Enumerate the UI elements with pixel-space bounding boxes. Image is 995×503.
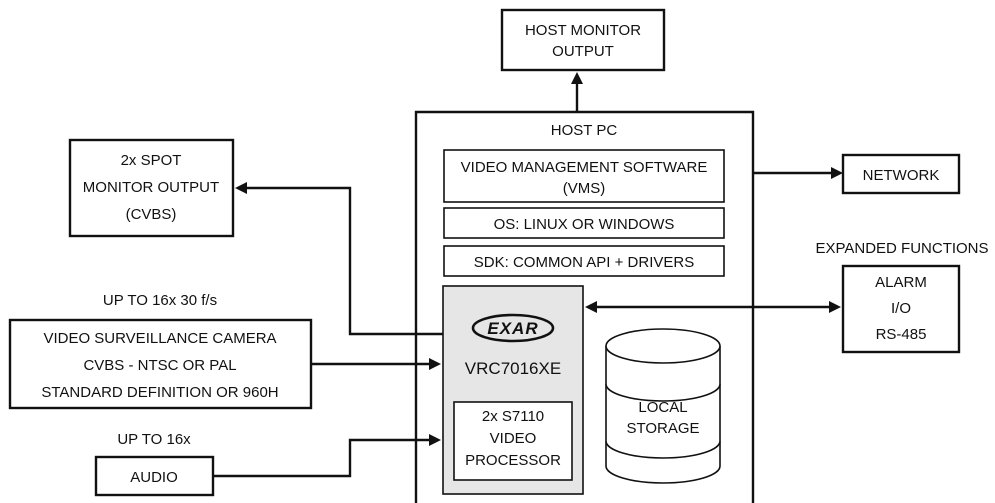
expanded-label-line-3: RS-485 <box>876 326 927 343</box>
network-label: NETWORK <box>863 167 940 184</box>
connector-camera-to-chip <box>311 358 441 370</box>
camera-caption: UP TO 16x 30 f/s <box>103 292 217 309</box>
chip-model-label: VRC7016XE <box>465 359 561 378</box>
spot-monitor-label-line-1: 2x SPOT <box>121 152 182 169</box>
spot-monitor-block: 2x SPOT MONITOR OUTPUT (CVBS) <box>68 138 235 238</box>
os-label: OS: LINUX OR WINDOWS <box>494 216 675 233</box>
os-block: OS: LINUX OR WINDOWS <box>443 207 725 239</box>
expanded-label-line-1: ALARM <box>875 274 927 291</box>
connector-chip-to-expanded-functions <box>585 301 841 313</box>
connector-audio-to-chip <box>213 434 441 478</box>
storage-label-line-1: LOCAL <box>638 399 687 416</box>
network-block: NETWORK <box>841 153 961 195</box>
processor-label-line-1: 2x S7110 <box>482 408 544 425</box>
local-storage-cylinder: LOCAL STORAGE <box>605 328 721 484</box>
host-monitor-label-line-1: HOST MONITOR <box>525 22 641 39</box>
expanded-functions-caption: EXPANDED FUNCTIONS <box>815 240 988 257</box>
audio-label: AUDIO <box>130 469 178 486</box>
exar-logo-text: EXAR <box>487 319 538 338</box>
sdk-block: SDK: COMMON API + DRIVERS <box>443 245 725 277</box>
processor-label-line-3: PROCESSOR <box>465 452 561 469</box>
camera-label-line-3: STANDARD DEFINITION OR 960H <box>41 384 278 401</box>
processor-label-line-2: VIDEO <box>490 430 537 447</box>
audio-block: UP TO 16x AUDIO <box>94 431 215 497</box>
expanded-label-line-2: I/O <box>891 300 911 317</box>
host-monitor-output-block: HOST MONITOR OUTPUT <box>500 8 666 72</box>
host-pc-title: HOST PC <box>551 122 618 139</box>
vrc7016xe-chip-block: EXAR VRC7016XE 2x S7110 VIDEO PROCESSOR <box>442 285 584 495</box>
exar-logo: EXAR <box>471 313 555 343</box>
host-monitor-label-line-2: OUTPUT <box>552 43 614 60</box>
vms-label-line-1: VIDEO MANAGEMENT SOFTWARE <box>461 159 708 176</box>
vms-block: VIDEO MANAGEMENT SOFTWARE (VMS) <box>443 149 725 203</box>
expanded-functions-block: EXPANDED FUNCTIONS ALARM I/O RS-485 <box>815 240 989 354</box>
camera-label-line-1: VIDEO SURVEILLANCE CAMERA <box>43 330 276 347</box>
connector-chip-to-spot-monitor <box>235 182 443 336</box>
vms-label-line-2: (VMS) <box>563 180 606 197</box>
connector-host-pc-to-network <box>753 167 843 179</box>
spot-monitor-label-line-3: (CVBS) <box>126 206 177 223</box>
storage-label-line-2: STORAGE <box>626 420 699 437</box>
connector-host-pc-to-monitor <box>571 72 583 112</box>
audio-caption: UP TO 16x <box>117 431 191 448</box>
camera-block: UP TO 16x 30 f/s VIDEO SURVEILLANCE CAME… <box>8 292 313 410</box>
camera-label-line-2: CVBS - NTSC OR PAL <box>83 357 236 374</box>
spot-monitor-label-line-2: MONITOR OUTPUT <box>83 179 219 196</box>
sdk-label: SDK: COMMON API + DRIVERS <box>474 254 694 271</box>
